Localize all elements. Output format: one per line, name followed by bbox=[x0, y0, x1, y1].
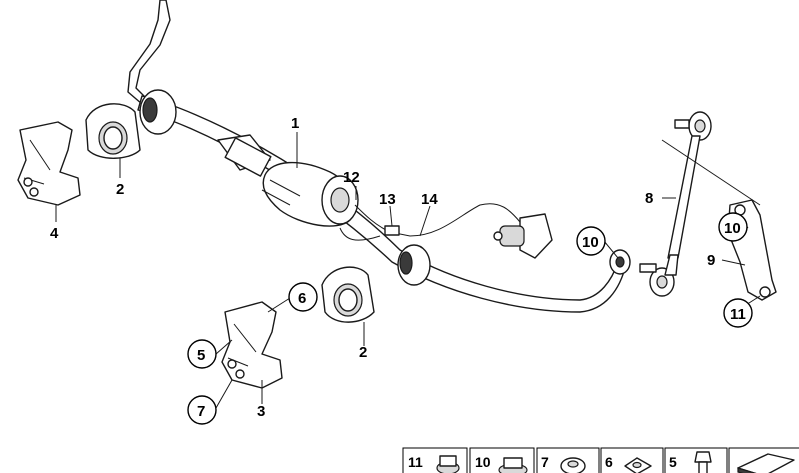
square-nut-icon bbox=[624, 457, 652, 473]
callout-5: 5 bbox=[197, 347, 205, 364]
legend-label-10: 10 bbox=[475, 454, 491, 470]
callout-2-lower: 2 bbox=[359, 344, 367, 361]
bolt-icon bbox=[694, 451, 712, 473]
wedge-icon bbox=[737, 453, 795, 473]
callout-8: 8 bbox=[645, 190, 653, 207]
hex-nut-icon bbox=[560, 457, 586, 473]
bushing-2-upper bbox=[85, 103, 141, 159]
legend-label-11: 11 bbox=[408, 454, 423, 470]
callout-10-left: 10 bbox=[582, 234, 599, 251]
parts-legend-strip: 11 10 7 6 5 bbox=[402, 447, 799, 473]
callout-12: 12 bbox=[343, 169, 360, 186]
stabilizer-bar bbox=[127, 0, 631, 313]
callout-3: 3 bbox=[257, 403, 265, 420]
active-stabilizer-actuator bbox=[217, 134, 359, 227]
callout-13: 13 bbox=[379, 191, 396, 208]
legend-label-6: 6 bbox=[605, 454, 613, 470]
callout-1: 1 bbox=[291, 115, 299, 132]
link-rod-8 bbox=[639, 111, 712, 297]
callout-6: 6 bbox=[298, 290, 306, 307]
bracket-4 bbox=[17, 121, 81, 206]
callout-10-right: 10 bbox=[724, 220, 741, 237]
sensor-wiring bbox=[339, 203, 553, 259]
collar-nut-icon bbox=[498, 457, 528, 473]
callout-14: 14 bbox=[421, 191, 438, 208]
callout-9: 9 bbox=[707, 252, 715, 269]
legend-label-7: 7 bbox=[541, 454, 549, 470]
bracket-3 bbox=[221, 301, 283, 389]
callout-11: 11 bbox=[730, 306, 746, 323]
legend-label-5: 5 bbox=[669, 454, 677, 470]
nut-icon bbox=[436, 455, 460, 473]
callout-7: 7 bbox=[197, 403, 205, 420]
callout-4: 4 bbox=[50, 225, 59, 242]
callout-labels: 1 2 4 12 13 14 8 9 2 3 10 10 11 6 5 7 bbox=[50, 115, 753, 425]
bushing-2-lower bbox=[321, 266, 375, 323]
callout-2-upper: 2 bbox=[116, 181, 124, 198]
